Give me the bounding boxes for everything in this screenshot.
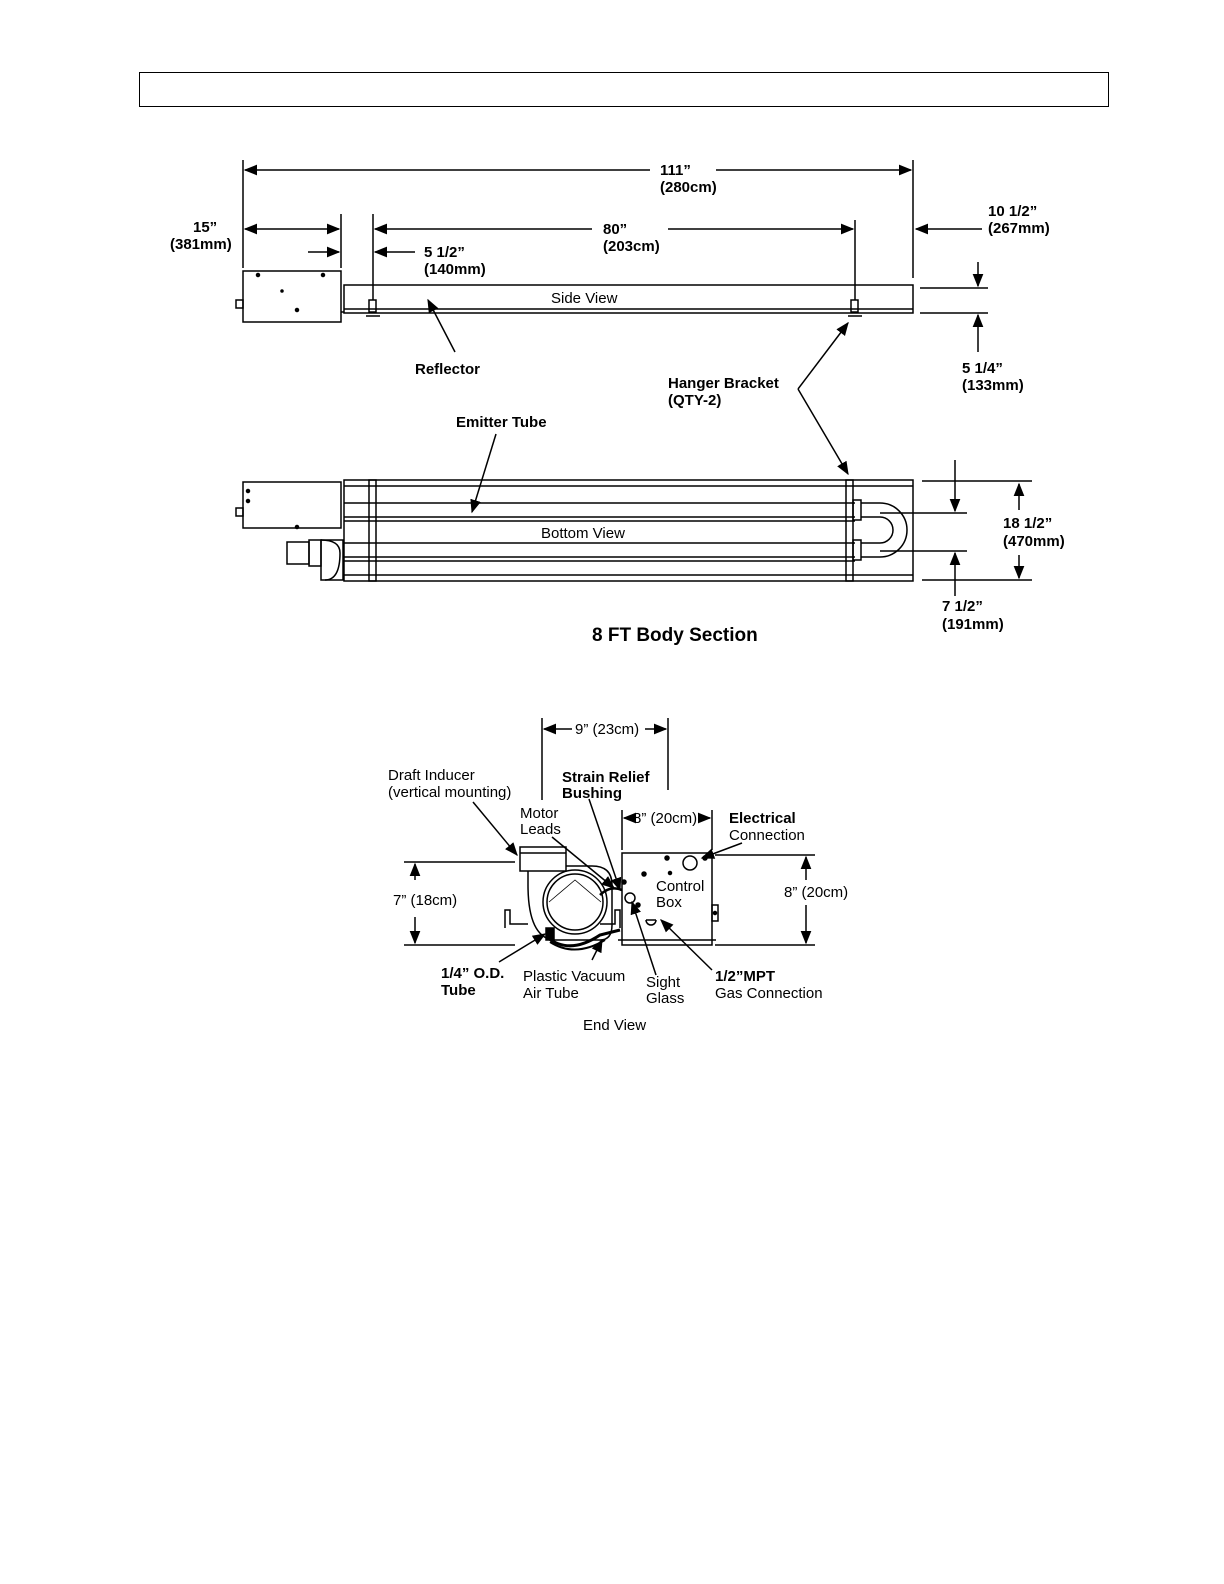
strain-relief-label-2: Bushing [562, 785, 622, 802]
side-height-label: 5 1/4” [962, 360, 1003, 377]
electrical-label: Electrical [729, 810, 796, 827]
electrical-label-2: Connection [729, 827, 805, 844]
overall-length-metric: (280cm) [660, 179, 717, 196]
end-view-label: End View [583, 1017, 646, 1034]
side-height-metric: (133mm) [962, 377, 1024, 394]
control-box-label-2: Box [656, 894, 682, 911]
left-end-label: 15” [193, 219, 217, 236]
left-height-label: 7” (18cm) [393, 892, 457, 909]
bottom-view [235, 433, 1032, 596]
control-box-label: Control [656, 878, 704, 895]
left-end-metric: (381mm) [170, 236, 232, 253]
hanger-bracket-qty: (QTY-2) [668, 392, 721, 409]
header-box [139, 72, 1109, 107]
tube-spacing-label: 7 1/2” [942, 598, 983, 615]
vacuum-tube-label-2: Air Tube [523, 985, 579, 1002]
right-end-label: 10 1/2” [988, 203, 1037, 220]
sight-glass-label-2: Glass [646, 990, 684, 1007]
bottom-view-label: Bottom View [541, 525, 625, 542]
side-view [235, 160, 988, 476]
strain-relief-label: Strain Relief [562, 769, 651, 786]
bottom-width-label: 18 1/2” [1003, 515, 1052, 532]
gas-connection-label-2: Gas Connection [715, 985, 823, 1002]
overall-length-label: 111” [660, 162, 691, 179]
end-overall-width-label: 9” (23cm) [575, 721, 639, 738]
box-width-label: 8” (20cm) [633, 810, 697, 827]
sight-glass-label: Sight [646, 974, 681, 991]
motor-leads-label-2: Leads [520, 821, 561, 838]
hanger-offset-metric: (140mm) [424, 261, 486, 278]
gas-connection-label: 1/2”MPT [715, 968, 775, 985]
bottom-width-metric: (470mm) [1003, 533, 1065, 550]
section-title: 8 FT Body Section [592, 625, 758, 646]
hanger-bracket-label: Hanger Bracket [668, 375, 779, 392]
od-tube-label-2: Tube [441, 982, 476, 999]
right-height-label: 8” (20cm) [784, 884, 848, 901]
right-end-metric: (267mm) [988, 220, 1050, 237]
end-view [404, 718, 815, 976]
hanger-spacing-label: 80” [603, 221, 627, 238]
emitter-tube-label: Emitter Tube [456, 414, 547, 431]
side-view-label: Side View [551, 290, 618, 307]
vacuum-tube-label: Plastic Vacuum [523, 968, 625, 985]
hanger-offset-label: 5 1/2” [424, 244, 465, 261]
tube-spacing-metric: (191mm) [942, 616, 1004, 633]
reflector-label: Reflector [415, 361, 480, 378]
od-tube-label: 1/4” O.D. [441, 965, 504, 982]
motor-leads-label: Motor [520, 805, 558, 822]
draft-inducer-label: Draft Inducer [388, 767, 475, 784]
hanger-spacing-metric: (203cm) [603, 238, 660, 255]
draft-inducer-note: (vertical mounting) [388, 784, 511, 801]
